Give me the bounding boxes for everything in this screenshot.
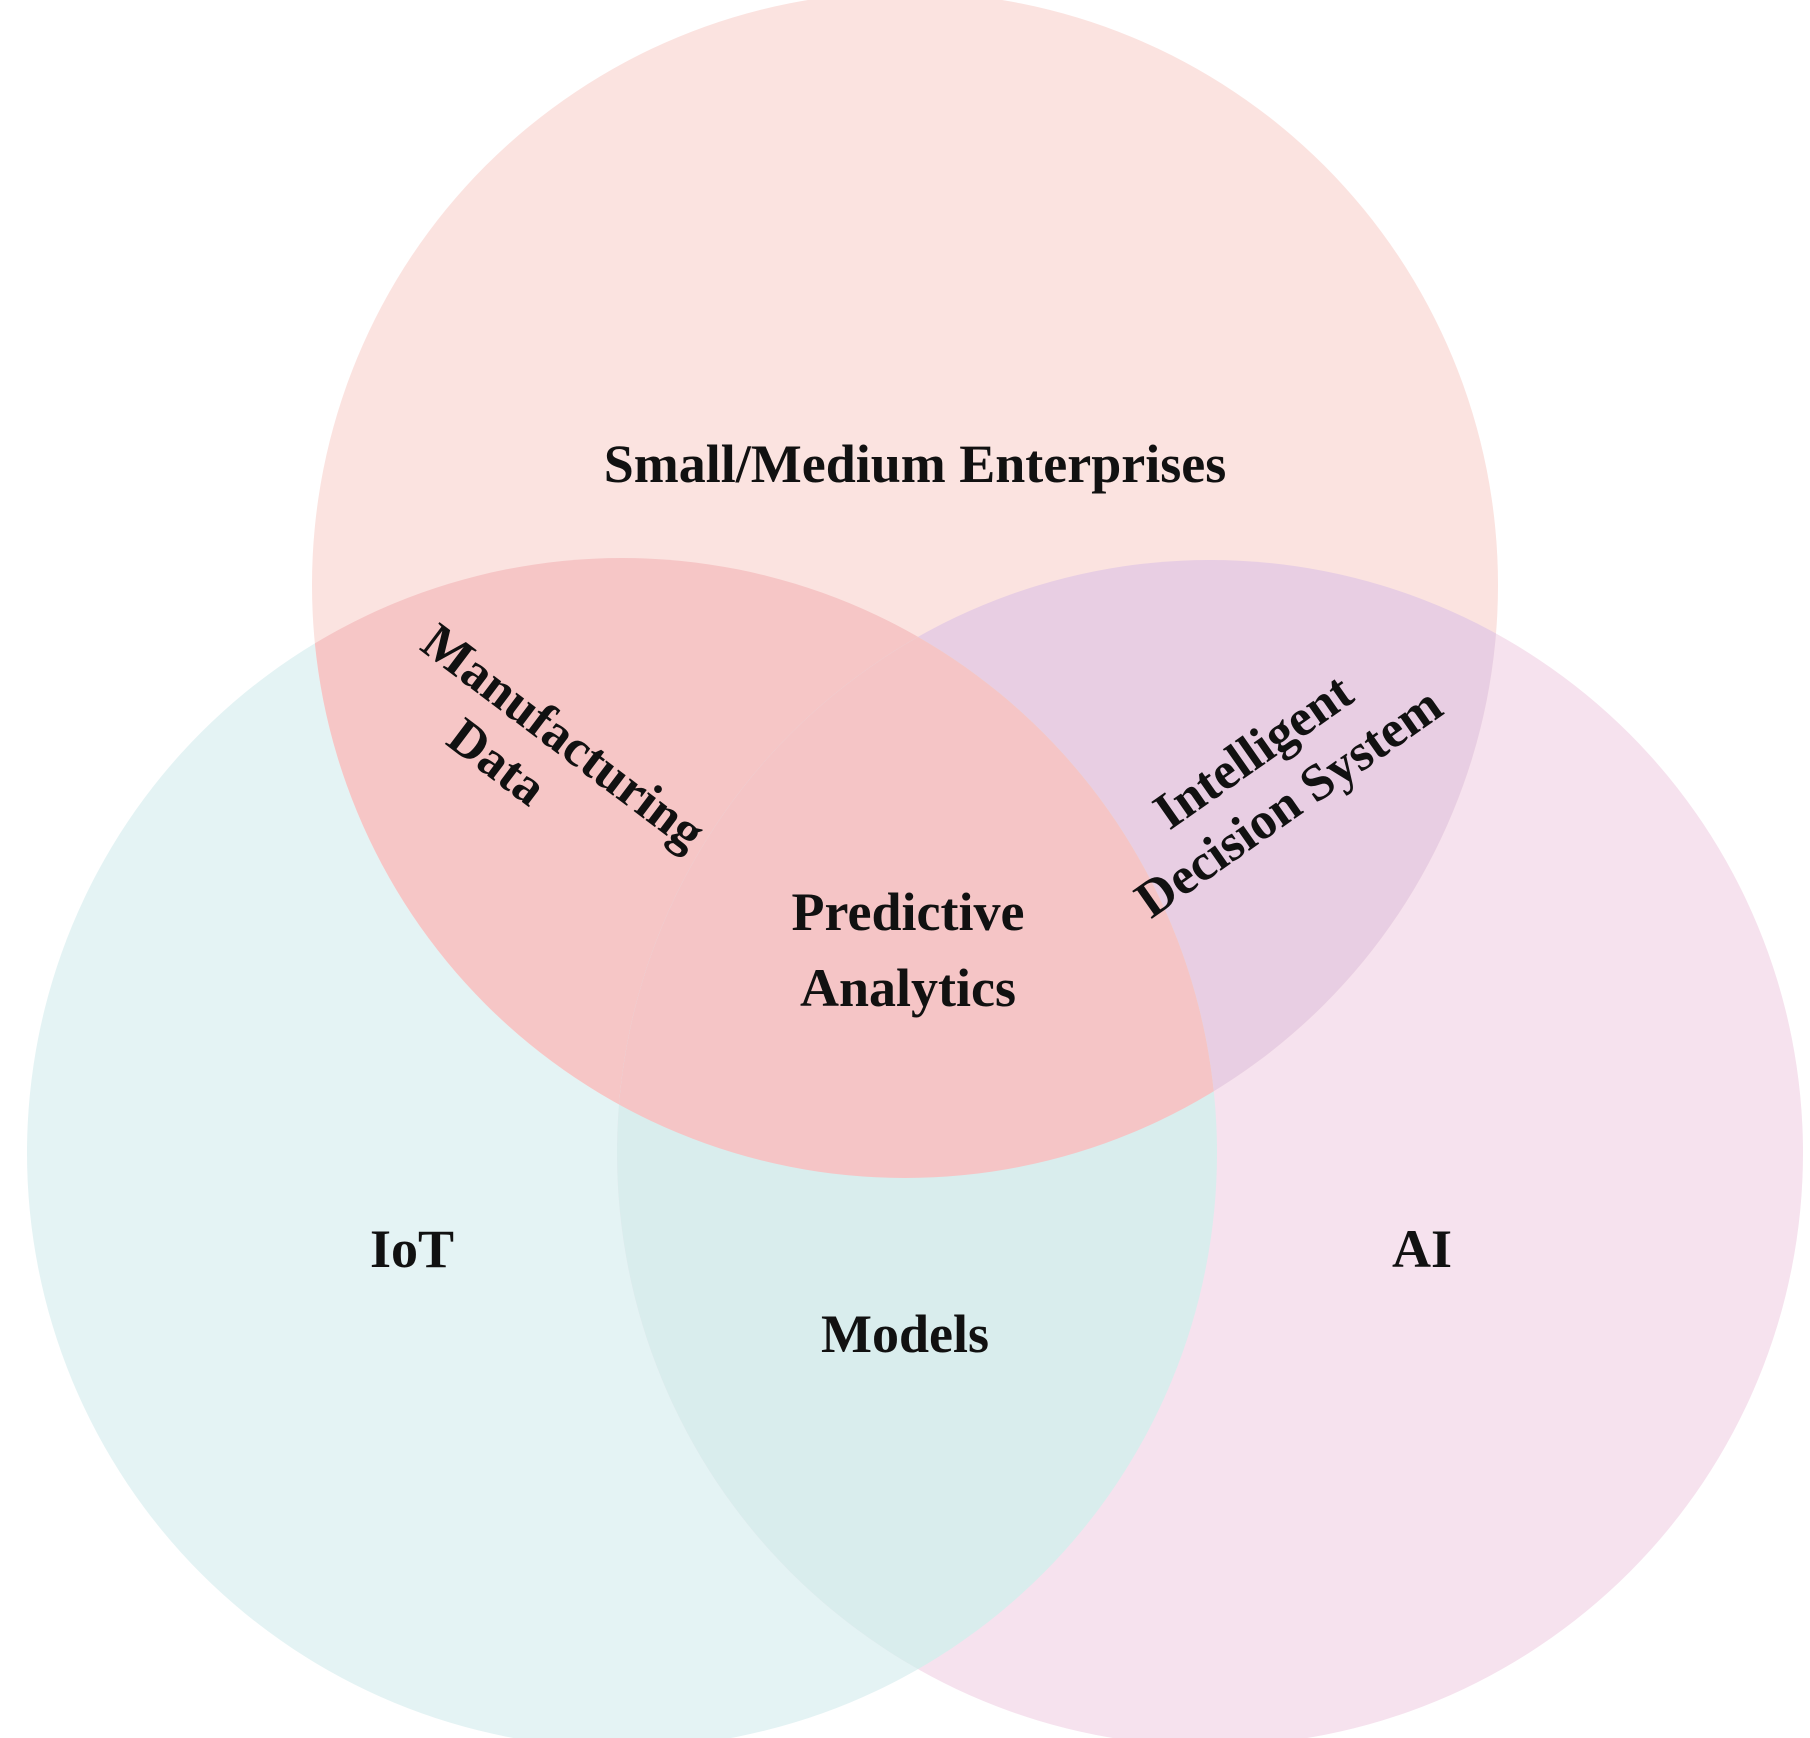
label-ai: AI bbox=[1392, 1219, 1452, 1279]
label-sme: Small/Medium Enterprises bbox=[604, 434, 1226, 494]
label-predictive-analytics: Predictive Analytics bbox=[792, 882, 1025, 1018]
label-models: Models bbox=[821, 1304, 989, 1364]
label-predictive-analytics-line2: Analytics bbox=[800, 958, 1016, 1018]
label-iot: IoT bbox=[370, 1219, 454, 1279]
label-predictive-analytics-line1: Predictive bbox=[792, 882, 1025, 942]
